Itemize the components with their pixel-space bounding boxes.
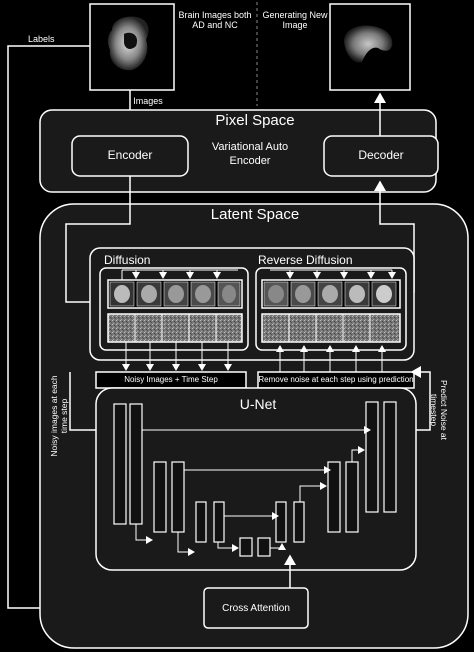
input-brain-image	[89, 3, 175, 91]
output-brain-image	[329, 3, 411, 91]
reverse-up-arrows	[276, 345, 386, 372]
reverse-strip-bottom	[261, 313, 401, 343]
diffusion-strip-bottom	[107, 313, 243, 343]
cross-attention-box	[203, 587, 309, 629]
latent-space-title: Latent Space	[210, 206, 300, 223]
labels-text: Labels	[28, 34, 55, 44]
reverse-diffusion-title: Reverse Diffusion	[258, 253, 353, 267]
encoder-text: Encoder	[107, 148, 153, 162]
cross-attention-text: Cross Attention	[222, 603, 290, 614]
diffusion-title: Diffusion	[104, 253, 151, 267]
pixel-space-title: Pixel Space	[215, 112, 295, 129]
generating-new-text: Generating New Image	[262, 10, 328, 30]
diffusion-down-arrows	[122, 342, 232, 371]
diffusion-strip-top	[107, 279, 243, 309]
vae-text: Variational Auto Encoder	[211, 141, 289, 167]
reverse-strip-top	[261, 279, 401, 309]
predict-noise-text: Predict Noise at timestep	[429, 380, 449, 440]
images-text: Images	[133, 96, 163, 106]
noisy-time-text: Noisy Images + Time Step	[124, 375, 218, 384]
decoder-text: Decoder	[358, 148, 404, 162]
noisy-each-step-text: Noisy images at each time step	[49, 375, 69, 457]
brain-images-text: Brain Images both AD and NC	[178, 10, 252, 30]
remove-noise-text: Remove noise at each step using predicti…	[258, 375, 414, 384]
unet-blocks	[113, 401, 397, 557]
decoder-box	[323, 135, 439, 177]
unet-skip-connections	[135, 426, 371, 556]
unet-title: U-Net	[239, 396, 277, 412]
encoder-diffusion-arrow	[65, 176, 131, 308]
diffusion-step-arrows	[121, 269, 396, 280]
